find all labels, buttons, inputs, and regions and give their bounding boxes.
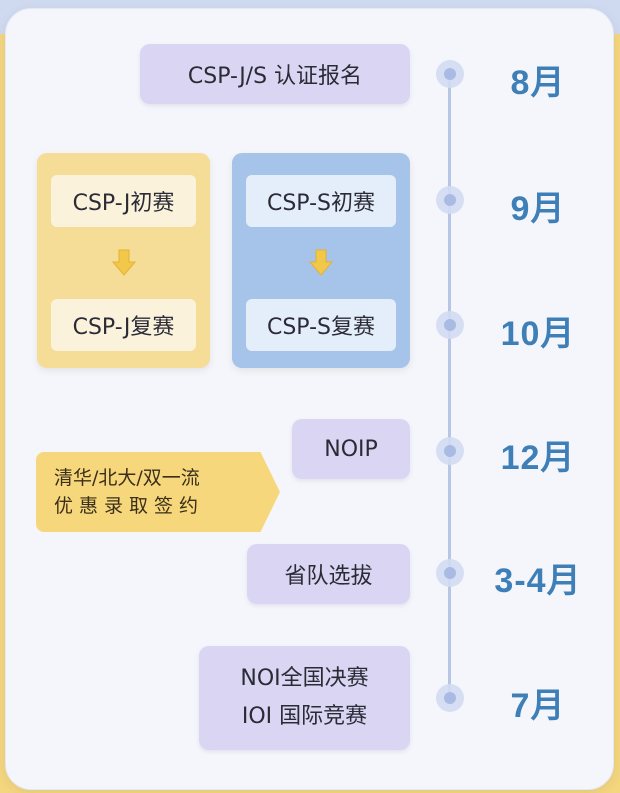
- arrow-down-icon: [309, 249, 333, 276]
- timeline-dot-sep: [436, 186, 464, 214]
- csp-s-second-round: CSP-S复赛: [246, 299, 396, 351]
- timeline-dot-aug: [436, 60, 464, 88]
- event-csp-registration: CSP-J/S 认证报名: [140, 44, 410, 104]
- noi-final-label: NOI全国决赛: [240, 666, 369, 691]
- month-label-oct: 10月: [500, 315, 576, 353]
- event-noi-ioi: NOI全国决赛 IOI 国际竞赛: [199, 646, 410, 750]
- timeline-dot-dec: [436, 437, 464, 465]
- csp-s-first-round: CSP-S初赛: [246, 175, 396, 227]
- csp-j-first-round: CSP-J初赛: [51, 175, 196, 227]
- month-label-jul: 7月: [510, 687, 566, 725]
- month-label-dec: 12月: [500, 439, 576, 477]
- month-label-aug: 8月: [510, 64, 566, 102]
- event-noip: NOIP: [292, 419, 410, 479]
- timeline-dot-oct: [436, 311, 464, 339]
- banner-line-2: 优惠录取签约: [54, 495, 205, 517]
- event-province-team-selection: 省队选拔: [247, 544, 410, 604]
- ioi-label: IOI 国际竞赛: [241, 704, 368, 729]
- admission-banner: 清华/北大/双一流 优惠录取签约: [36, 452, 280, 532]
- timeline-line: [448, 72, 451, 700]
- csp-j-second-round: CSP-J复赛: [51, 299, 196, 351]
- month-label-mar-apr: 3-4月: [494, 562, 582, 600]
- timeline-dot-jul: [436, 684, 464, 712]
- banner-line-1: 清华/北大/双一流: [54, 467, 200, 489]
- arrow-down-icon: [111, 249, 136, 276]
- csp-j-column: CSP-J初赛 CSP-J复赛: [37, 153, 210, 368]
- csp-s-column: CSP-S初赛 CSP-S复赛: [232, 153, 410, 368]
- month-label-sep: 9月: [510, 190, 566, 228]
- timeline-dot-mar-apr: [436, 559, 464, 587]
